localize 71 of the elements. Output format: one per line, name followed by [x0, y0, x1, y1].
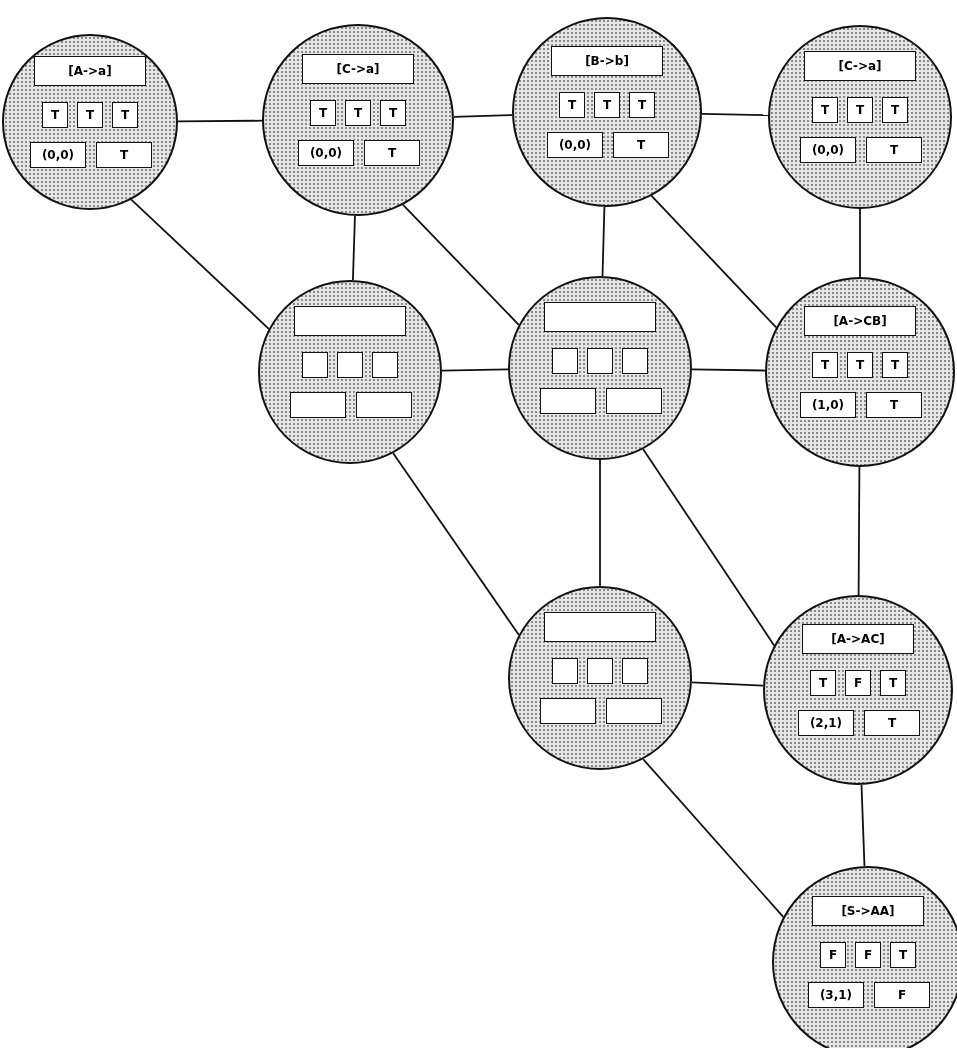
flag-box: T	[42, 102, 68, 128]
flag-box: T	[594, 92, 620, 118]
empty-box	[544, 302, 656, 332]
connector-line	[650, 195, 777, 329]
empty-box	[552, 348, 578, 374]
flag-box: T	[559, 92, 585, 118]
flag-box: T	[847, 352, 873, 378]
flag-box: F	[845, 670, 871, 696]
connector-line	[402, 203, 520, 326]
pair-box: (0,0)	[30, 142, 86, 168]
empty-box	[606, 698, 662, 724]
empty-box	[356, 392, 412, 418]
connector-line	[599, 459, 601, 587]
empty-box	[540, 388, 596, 414]
flag-box: F	[820, 942, 846, 968]
empty-box	[622, 658, 648, 684]
pair-box: (0,0)	[800, 137, 856, 163]
flag-box: T	[882, 352, 908, 378]
flag-box: T	[380, 100, 406, 126]
value-box: T	[613, 132, 669, 158]
value-box: F	[874, 982, 930, 1008]
empty-box	[544, 612, 656, 642]
empty-box	[622, 348, 648, 374]
connector-line	[130, 198, 270, 330]
empty-box	[587, 658, 613, 684]
flag-box: T	[112, 102, 138, 128]
connector-line	[691, 368, 766, 372]
connector-line	[860, 784, 866, 867]
connector-line	[352, 215, 356, 281]
flag-box: T	[882, 97, 908, 123]
empty-box	[372, 352, 398, 378]
flag-box: T	[812, 97, 838, 123]
connector-line	[177, 119, 263, 123]
value-box: T	[866, 392, 922, 418]
connector-line	[392, 452, 520, 636]
pair-box: (3,1)	[808, 982, 864, 1008]
connector-line	[642, 758, 785, 918]
connector-line	[859, 208, 861, 278]
empty-box	[540, 698, 596, 724]
connector-line	[453, 114, 513, 118]
flag-box: T	[847, 97, 873, 123]
value-box: T	[864, 710, 920, 736]
pair-box: (2,1)	[798, 710, 854, 736]
flag-box: T	[77, 102, 103, 128]
pair-box: (0,0)	[547, 132, 603, 158]
connector-line	[441, 368, 509, 372]
pair-box: (1,0)	[800, 392, 856, 418]
flag-box: T	[310, 100, 336, 126]
connector-line	[691, 681, 764, 687]
connector-line	[642, 448, 775, 647]
value-box: T	[364, 140, 420, 166]
empty-box	[290, 392, 346, 418]
empty-box	[552, 658, 578, 684]
pair-box: (0,0)	[298, 140, 354, 166]
flag-box: T	[629, 92, 655, 118]
flag-box: T	[880, 670, 906, 696]
flag-box: T	[890, 942, 916, 968]
flag-box: T	[812, 352, 838, 378]
empty-box	[337, 352, 363, 378]
connector-line	[701, 112, 769, 117]
connector-line	[857, 466, 861, 596]
flag-box: T	[810, 670, 836, 696]
empty-box	[587, 348, 613, 374]
flag-box: T	[345, 100, 371, 126]
empty-box	[606, 388, 662, 414]
connector-line	[601, 206, 606, 277]
value-box: T	[866, 137, 922, 163]
value-box: T	[96, 142, 152, 168]
empty-box	[294, 306, 406, 336]
empty-box	[302, 352, 328, 378]
flag-box: F	[855, 942, 881, 968]
